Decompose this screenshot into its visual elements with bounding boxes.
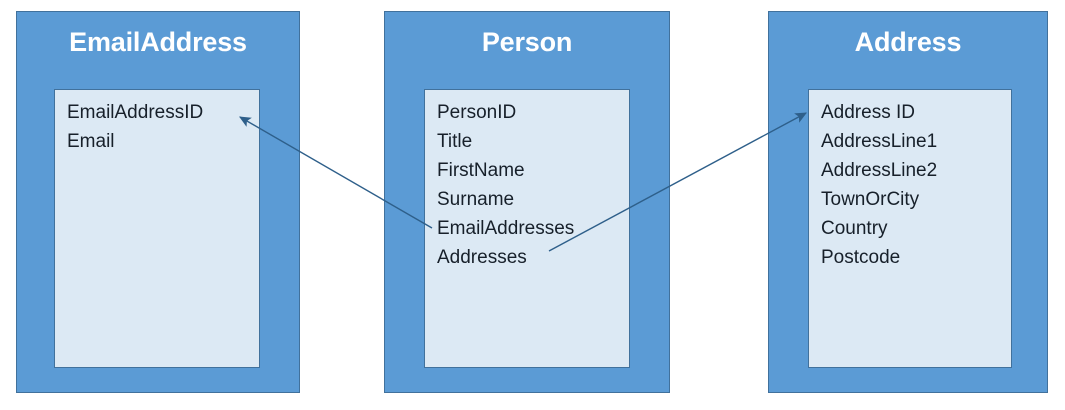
attribute-item: TownOrCity	[821, 189, 920, 210]
entity-address-attribute-panel[interactable]: Address ID AddressLine1 AddressLine2 Tow…	[808, 89, 1012, 368]
attribute-item: FirstName	[437, 160, 525, 181]
attribute-item: Email	[67, 131, 115, 152]
entity-emailaddress-title: EmailAddress	[69, 27, 247, 57]
attribute-item: PersonID	[437, 102, 517, 123]
attribute-item: AddressLine2	[821, 160, 938, 181]
entity-person-attribute-panel[interactable]: PersonID Title FirstName Surname EmailAd…	[424, 89, 630, 368]
attribute-item: Postcode	[821, 247, 901, 268]
entity-emailaddress-attribute-list: EmailAddressID Email	[67, 98, 255, 156]
entity-address-title: Address	[854, 27, 962, 57]
attribute-item: Country	[821, 218, 888, 239]
attribute-item: Surname	[437, 189, 515, 210]
attribute-item: EmailAddresses	[437, 218, 575, 239]
entity-address-attribute-list: Address ID AddressLine1 AddressLine2 Tow…	[821, 98, 1007, 272]
attribute-item: EmailAddressID	[67, 102, 204, 123]
entity-person-title: Person	[481, 27, 573, 57]
entity-emailaddress-attribute-panel[interactable]: EmailAddressID Email	[54, 89, 260, 368]
attribute-item: Address ID	[821, 102, 915, 123]
entity-person-attribute-list: PersonID Title FirstName Surname EmailAd…	[437, 98, 625, 272]
attribute-item: AddressLine1	[821, 131, 938, 152]
attribute-item: Title	[437, 131, 473, 152]
attribute-item: Addresses	[437, 247, 527, 268]
